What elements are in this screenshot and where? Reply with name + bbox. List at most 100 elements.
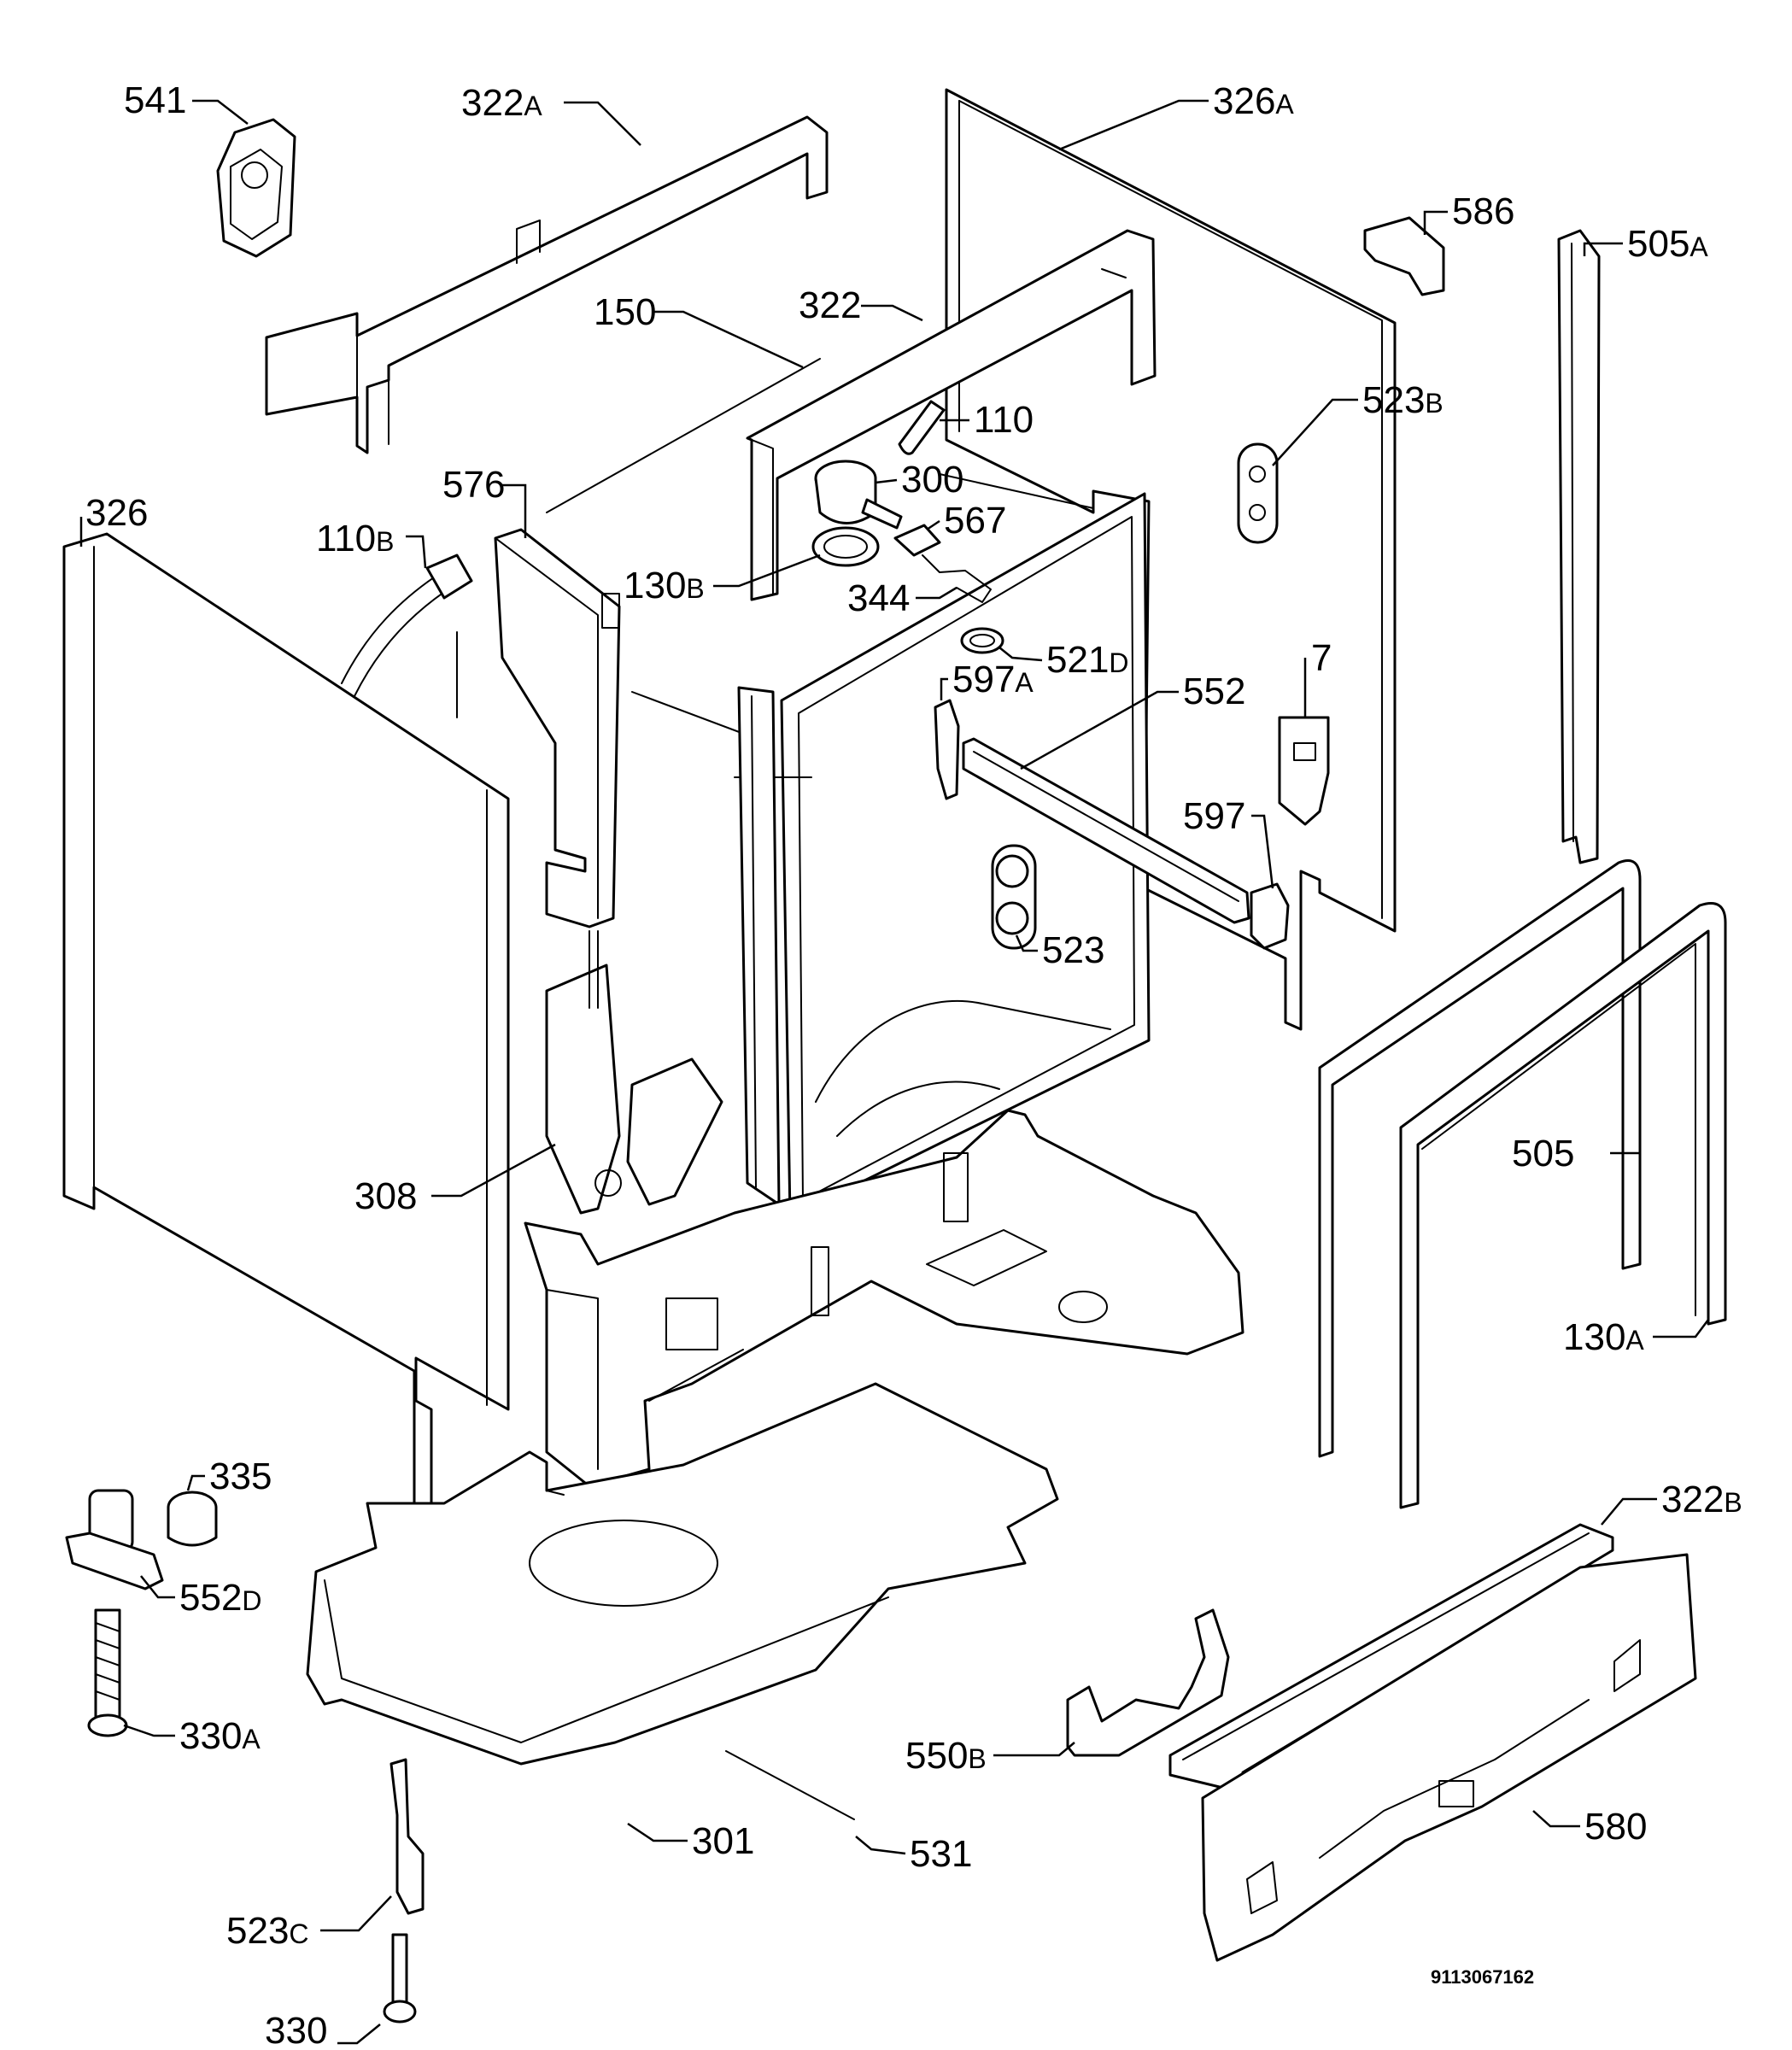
label-541: 541 [124,79,186,121]
label-523c: 523C [226,1910,309,1952]
label-130b: 130B [624,565,705,606]
leader-552d [140,1575,175,1599]
part-523c-pin [389,1758,425,1915]
leader-597 [1251,814,1274,889]
leader-523b [1272,398,1358,466]
leader-330 [337,2024,381,2045]
part-130b-seal [811,526,880,567]
label-580: 580 [1584,1806,1647,1848]
leader-322b [1601,1497,1657,1526]
leader-597a [940,677,948,700]
part-505a-strip [1557,229,1601,864]
leader-586 [1423,210,1448,235]
leader-521d [998,647,1043,662]
leader-552 [1020,690,1179,770]
label-322b: 322B [1661,1479,1742,1520]
part-552-rail [962,737,1250,924]
part-550b-bracket [1066,1608,1230,1757]
label-586: 586 [1452,190,1514,232]
label-326a: 326A [1213,80,1294,122]
part-322-top-frame [746,229,1157,601]
leader-130b [713,554,821,588]
label-552: 552 [1183,671,1245,712]
part-110-hose [898,400,946,455]
part-326-side-panel [62,532,510,1518]
part-301-base-tray [306,1382,1059,1820]
label-322: 322 [799,284,861,326]
part-308-hinge [545,930,723,1215]
part-580-kickplate [1201,1553,1697,1962]
part-523-grommet [991,844,1037,950]
label-110: 110 [974,399,1034,441]
leader-580 [1532,1810,1580,1828]
leader-531 [855,1836,906,1855]
leader-576 [502,483,527,538]
part-330-screw [383,1933,417,2024]
part-523b-grommet [1237,442,1279,544]
document-number: 9113067162 [1431,1966,1534,1988]
leader-308 [431,1143,556,1198]
label-7: 7 [1311,637,1332,679]
leader-335 [186,1474,205,1491]
part-541-clip [216,118,296,258]
leader-322a [564,101,641,146]
label-550b: 550B [905,1735,987,1777]
label-523: 523 [1042,929,1104,971]
leader-541 [192,99,249,125]
part-567-bracket [893,524,941,557]
label-322a: 322A [461,82,542,124]
part-130a-gasket [1399,902,1727,1509]
part-330a-screw [87,1608,128,1737]
part-552d-motor [65,1489,164,1590]
label-330: 330 [265,2010,327,2050]
label-308: 308 [354,1175,417,1217]
part-597a-clip [934,699,960,800]
label-335: 335 [209,1456,272,1497]
leader-150 [653,310,804,369]
label-130a: 130A [1563,1316,1644,1358]
part-586-bracket [1363,216,1445,296]
label-597a: 597A [952,659,1034,700]
part-344-spring [922,554,992,603]
label-521d: 521D [1046,639,1129,681]
part-300-fill-funnel [814,460,903,530]
leader-lines [79,99,1709,2045]
label-505: 505 [1512,1133,1574,1174]
leader-523 [1015,934,1038,952]
label-301: 301 [692,1820,754,1862]
label-150: 150 [594,291,656,333]
leader-130a [1653,1319,1709,1338]
part-tub-frame-side [737,686,781,1206]
label-552d: 552D [179,1577,262,1619]
part-7-latch [1278,716,1330,826]
leader-344 [916,586,957,600]
part-597-clip [1250,882,1290,950]
part-335-gear [167,1491,218,1547]
label-505a: 505A [1627,223,1708,265]
part-505-gasket [1318,859,1642,1458]
label-300: 300 [901,459,963,501]
leader-110b [406,535,427,569]
part-110b-hose [341,554,473,718]
label-576: 576 [442,464,505,506]
leader-567 [926,519,940,531]
label-523b: 523B [1362,379,1444,421]
leader-326a [1058,99,1209,151]
part-521d-ring [960,627,1004,654]
leader-330a [123,1724,175,1737]
label-110b: 110B [316,518,395,559]
label-330a: 330A [179,1715,261,1757]
part-150-tub-top [546,358,1094,513]
label-531: 531 [910,1833,972,1875]
part-576-vent [494,528,621,928]
part-labels: 541 322A 326A 586 505A 150 322 110 523B … [85,79,1742,2050]
label-567: 567 [944,500,1006,542]
leader-550b [993,1742,1075,1757]
leader-505a [1583,242,1623,256]
label-344: 344 [847,577,910,619]
label-597: 597 [1183,795,1245,837]
leader-322 [861,304,923,322]
leader-301 [627,1822,688,1842]
part-322a-top-rail [265,115,829,454]
